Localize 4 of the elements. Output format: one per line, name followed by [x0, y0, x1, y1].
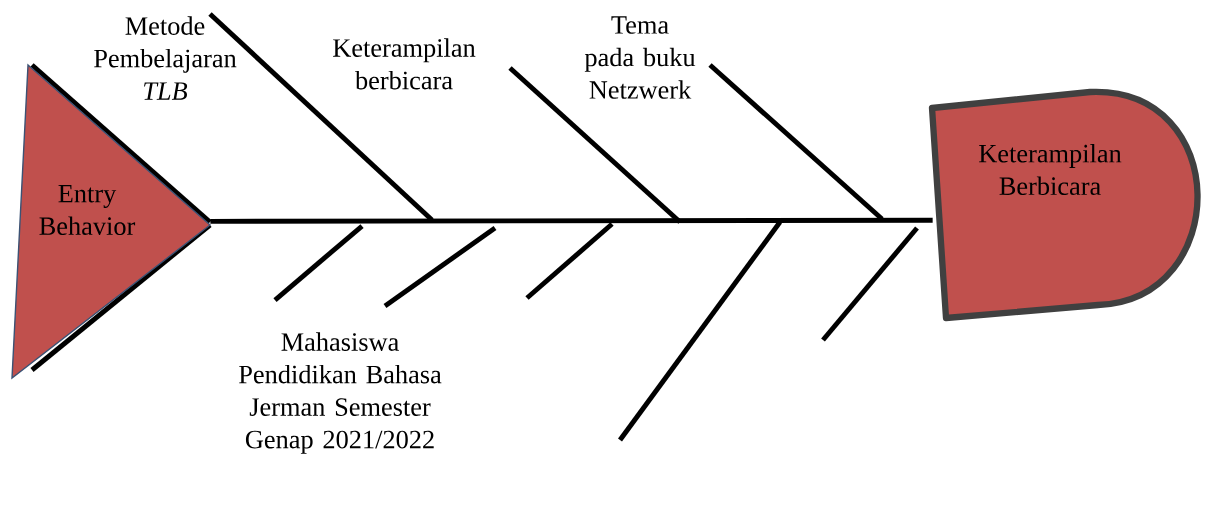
category-label: Keterampilan berbicara	[333, 38, 476, 90]
category-label: Mahasiswa Pendidikan Bahasa Jerman Semester Genap 2021/2022	[239, 332, 442, 454]
fish-spine-line	[210, 217, 933, 224]
category-label: Tema pada buku Netzwerk	[584, 16, 696, 99]
